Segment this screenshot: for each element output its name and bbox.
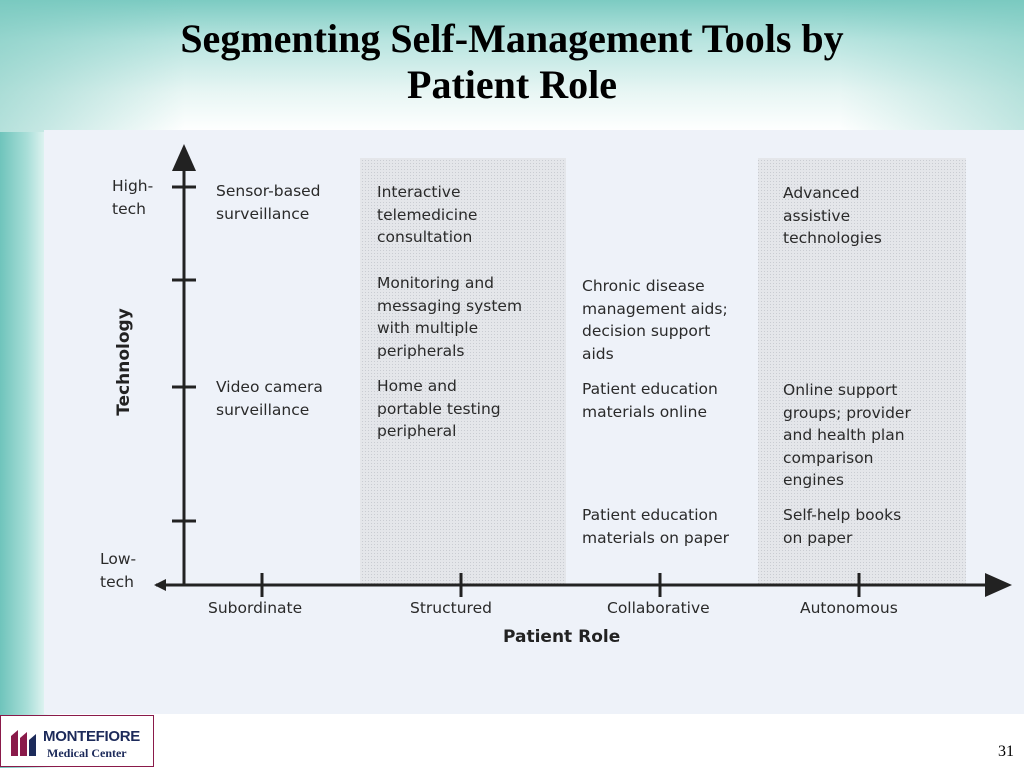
shaded-column-structured [360,158,566,584]
cell-video-camera-surveillance: Video camera surveillance [216,378,323,419]
cell-monitoring-messaging: Monitoring and messaging system with mul… [377,274,523,360]
diagram-figure: High- tech Low- tech Technology Sensor-b… [44,130,1024,714]
x-axis-title: Patient Role [503,627,621,647]
cell-chronic-disease-aids: Chronic disease management aids; decisio… [582,277,728,363]
diagram-svg [154,144,1012,597]
cell-advanced-assistive: Advanced assistive technologies [783,184,882,248]
slide-title-line-1: Segmenting Self-Management Tools by [180,16,844,61]
y-bottom-label: Low- tech [100,550,137,591]
y-top-label: High- tech [112,177,154,218]
cell-interactive-telemedicine: Interactive telemedicine consultation [377,183,478,247]
cell-patient-education-paper: Patient education materials on paper [582,506,730,547]
y-axis-title: Technology [114,308,134,416]
montefiore-logo: MONTEFIORE Medical Center [0,715,154,767]
shaded-column-autonomous [758,158,966,584]
cell-home-portable-testing: Home and portable testing peripheral [377,377,501,441]
x-category-structured: Structured [410,599,492,617]
background-top-shade [0,0,1024,132]
logo-name: MONTEFIORE [43,728,140,745]
cell-patient-education-online: Patient education materials online [582,380,718,421]
logo-subtitle: Medical Center [47,746,127,760]
slide-title: Segmenting Self-Management Tools by Pati… [0,16,1024,108]
x-category-autonomous: Autonomous [800,599,898,617]
x-category-collaborative: Collaborative [607,599,710,617]
cell-online-support-groups: Online support groups; provider and heal… [783,381,911,490]
x-axis-arrow-back [154,579,166,591]
page-number: 31 [998,743,1014,760]
montefiore-logo-icon [11,730,36,756]
slide-title-line-2: Patient Role [407,62,617,107]
x-category-subordinate: Subordinate [208,599,303,617]
cell-self-help-books: Self-help books on paper [783,506,902,547]
cell-sensor-based-surveillance: Sensor-based surveillance [216,182,321,223]
